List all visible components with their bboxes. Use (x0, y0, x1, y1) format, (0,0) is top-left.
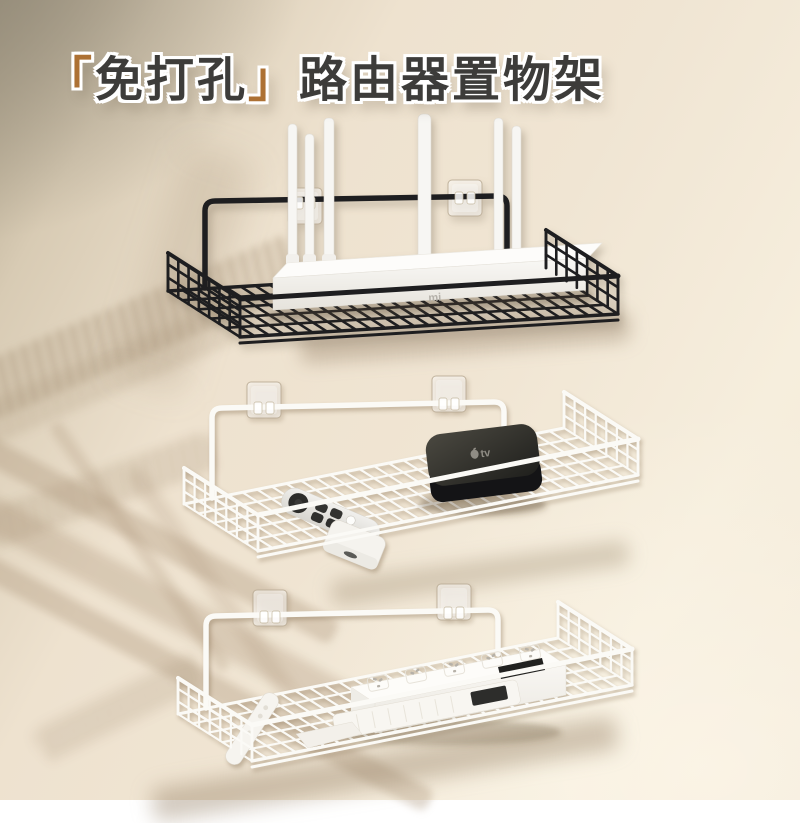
shelf-side-fences (182, 390, 641, 559)
title-rest: 路由器置物架 (299, 54, 606, 107)
router-brand-logo: mi (428, 292, 442, 305)
white-wire-shelf-bottom (176, 583, 635, 769)
title-open-bracket: 「 (44, 54, 96, 107)
white-wire-shelf-middle: tv (182, 375, 641, 570)
title-highlight: 免打孔 (95, 54, 249, 107)
wall-rail (203, 607, 501, 711)
router-antennas (286, 113, 523, 270)
tv-logo-text: tv (480, 447, 492, 460)
router-antenna (303, 133, 316, 270)
apple-tv-logo: tv (470, 447, 492, 460)
page-title: 「免打孔」路由器置物架 (44, 40, 605, 110)
adhesive-hook-tabs (259, 606, 465, 624)
title-close-bracket: 」 (248, 54, 300, 107)
wall-rail (202, 193, 510, 291)
router-antenna (286, 123, 299, 270)
router-antenna (322, 117, 336, 270)
flat-remote (332, 679, 521, 739)
black-wire-shelf: mi (166, 113, 621, 345)
shelf-side-fences (176, 600, 635, 769)
power-strip-sockets (366, 644, 542, 692)
adhesive-hooks (246, 375, 467, 419)
router-antenna (492, 117, 505, 270)
router-antenna (416, 113, 433, 270)
white-wedge-device (295, 721, 363, 749)
apple-logo-icon (470, 449, 479, 459)
apple-tv-box: tv (425, 424, 543, 503)
remote-screen (470, 685, 508, 706)
router: mi (268, 242, 603, 322)
adhesive-hooks (252, 583, 472, 627)
adhesive-hooks (287, 179, 483, 225)
